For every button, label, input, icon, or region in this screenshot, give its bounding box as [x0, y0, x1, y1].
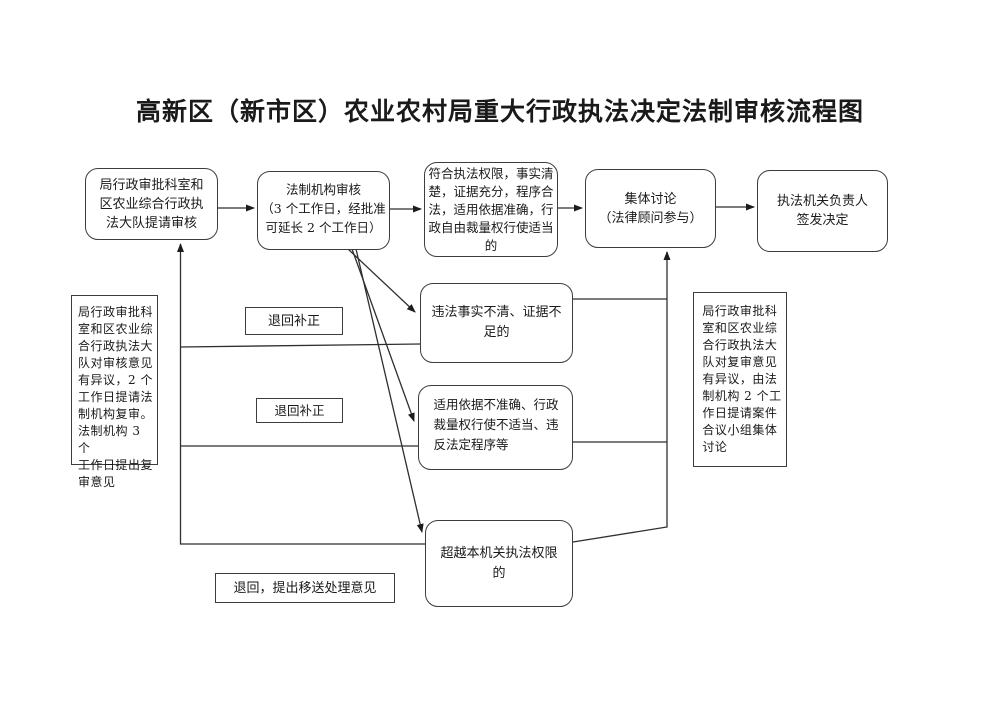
- node-unclear-facts: 违法事实不清、证据不 足的: [420, 283, 573, 363]
- note-first-objection: 局行政审批科 室和区农业综 合行政执法大 队对审核意见 有异议，2 个 工作日提…: [71, 295, 158, 489]
- page-title: 高新区（新市区）农业农村局重大行政执法决定法制审核流程图: [135, 97, 864, 126]
- note-second-objection: 局行政审批科 室和区农业综 合行政执法大 队对复审意见 有异议，由法 制机构 2…: [693, 292, 787, 467]
- return-line-unclear-facts: [180, 343, 421, 348]
- label-return-transfer: 退回，提出移送处理意见: [215, 573, 395, 603]
- node-improper-basis: 适用依据不准确、行政 裁量权行使不适当、违 反法定程序等: [418, 385, 573, 470]
- collector-path-to-discussion: [572, 251, 671, 543]
- node-submit-review: 局行政审批科室和 区农业综合行政执 法大队提请审核: [85, 168, 218, 240]
- label-return-correction-2: 退回补正: [256, 398, 343, 423]
- return-path-to-submit: [177, 243, 425, 545]
- arrow-legal-to-unclear-facts: [347, 248, 416, 313]
- node-pass-criteria: 符合执法权限，事实清 楚，证据充分，程序合 法，适用依据准确，行 政自由裁量权行…: [424, 162, 558, 257]
- node-group-discussion: 集体讨论 （法律顾问参与）: [585, 169, 716, 248]
- arrow-legal-to-beyond-authority: [355, 248, 424, 533]
- arrow-legal-to-improper-basis: [351, 248, 415, 422]
- label-return-correction-1: 退回补正: [245, 307, 343, 335]
- node-beyond-authority: 超越本机关执法权限 的: [425, 520, 573, 607]
- node-legal-review: 法制机构审核 （3 个工作日，经批准 可延长 2 个工作日）: [257, 171, 390, 250]
- node-sign-decision: 执法机关负责人 签发决定: [757, 170, 888, 252]
